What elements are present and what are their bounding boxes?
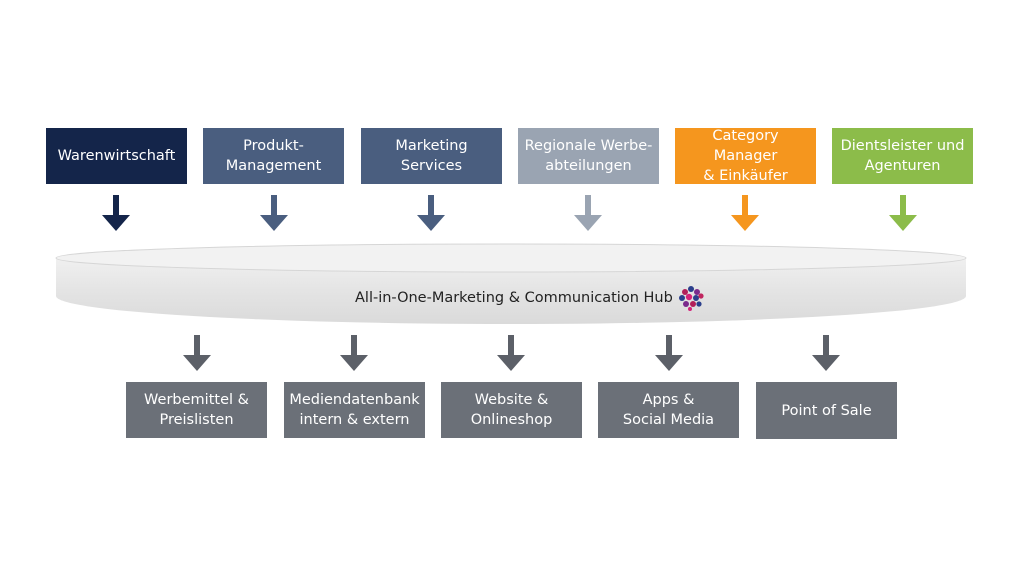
hub-logo-icon (677, 285, 705, 311)
output-box-point-of-sale: Point of Sale (756, 382, 897, 439)
arrow-down-icon (496, 335, 526, 371)
output-box-website: Website & Onlineshop (441, 382, 582, 438)
arrow-down-icon (259, 195, 289, 231)
source-box-produkt-management: Produkt- Management (203, 128, 344, 184)
output-box-werbemittel: Werbemittel & Preislisten (126, 382, 267, 438)
arrow-down-icon (101, 195, 131, 231)
source-box-category-manager: Category Manager & Einkäufer (675, 128, 816, 184)
arrow-down-icon (182, 335, 212, 371)
arrow-down-icon (573, 195, 603, 231)
hub-disc (52, 240, 970, 326)
hub-label: All-in-One-Marketing & Communication Hub (355, 290, 673, 306)
source-box-regionale-werbeabteilungen: Regionale Werbe- abteilungen (518, 128, 659, 184)
output-box-apps: Apps & Social Media (598, 382, 739, 438)
arrow-down-icon (730, 195, 760, 231)
output-box-mediendatenbank: Mediendatenbank intern & extern (284, 382, 425, 438)
arrow-down-icon (654, 335, 684, 371)
source-box-warenwirtschaft: Warenwirtschaft (46, 128, 187, 184)
arrow-down-icon (416, 195, 446, 231)
arrow-down-icon (888, 195, 918, 231)
source-box-marketing-services: Marketing Services (361, 128, 502, 184)
arrow-down-icon (339, 335, 369, 371)
source-box-dienstleister: Dientsleister und Agenturen (832, 128, 973, 184)
arrow-down-icon (811, 335, 841, 371)
